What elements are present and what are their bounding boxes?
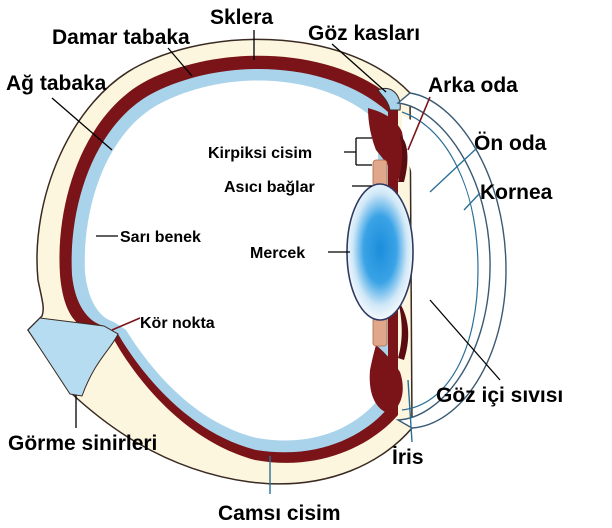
label-goz-kaslari: Göz kasları (308, 22, 420, 45)
label-damar-tabaka: Damar tabaka (52, 26, 190, 49)
lens-shape (347, 184, 413, 320)
label-kornea: Kornea (480, 181, 553, 204)
label-asici-baglar: Asıcı bağlar (224, 179, 315, 196)
label-iris: İris (392, 446, 424, 469)
label-camsi-cisim: Camsı cisim (218, 502, 341, 525)
label-kirpiksi-cisim: Kirpiksi cisim (208, 145, 312, 162)
label-mercek: Mercek (250, 245, 305, 262)
label-on-oda: Ön oda (474, 132, 547, 155)
label-sklera: Sklera (210, 6, 273, 29)
label-sari-benek: Sarı benek (120, 229, 201, 246)
label-goz-ici-sivisi: Göz içi sıvısı (436, 384, 563, 407)
label-ag-tabaka: Ağ tabaka (6, 72, 107, 95)
label-gorme-sinirleri: Görme sinirleri (8, 432, 157, 455)
label-arka-oda: Arka oda (428, 74, 518, 97)
label-kor-nokta: Kör nokta (140, 315, 215, 332)
